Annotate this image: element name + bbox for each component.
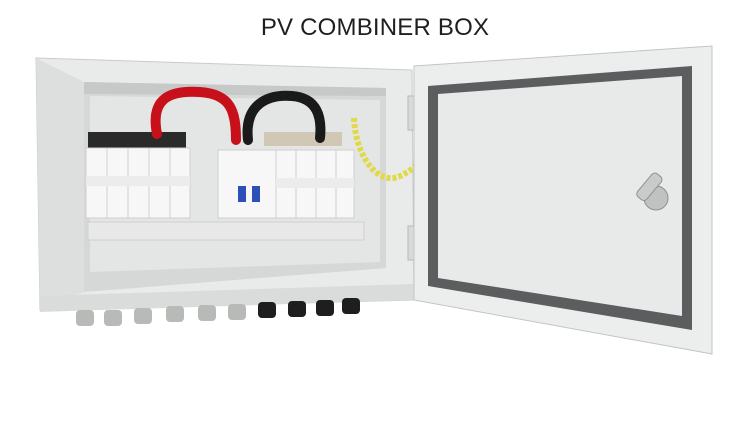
cable-glands <box>76 298 360 326</box>
surge-protector <box>275 149 355 219</box>
terminal-strip <box>87 221 365 241</box>
lock-icon <box>636 172 669 211</box>
dc-breaker <box>217 149 277 219</box>
fuse-bank <box>85 147 191 219</box>
red-cable <box>150 86 241 145</box>
ground-wire <box>351 117 441 181</box>
page-title: PV COMBINER BOX <box>260 14 490 41</box>
enclosure-door <box>413 45 713 355</box>
black-cable <box>242 90 326 145</box>
